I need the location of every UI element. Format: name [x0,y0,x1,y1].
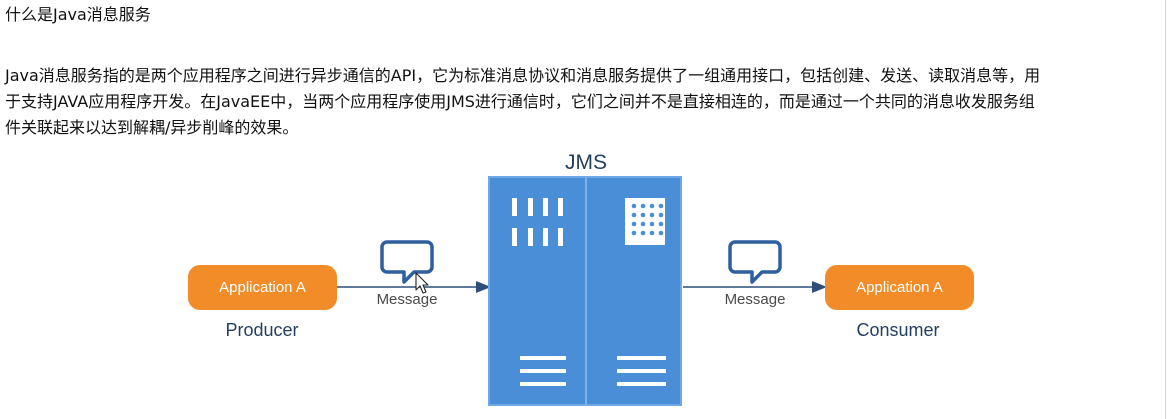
right-message-label: Message [725,291,786,308]
consumer-application-label: Application A [856,279,943,296]
menu-lines-icon [617,356,666,386]
description-paragraph: Java消息服务指的是两个应用程序之间进行异步通信的API，它为标准消息协议和消… [5,63,1165,141]
dot-grid-icon [625,198,665,245]
producer-application-label: Application A [219,279,306,296]
paragraph-line-3: 件关联起来以达到解耦/异步削峰的效果。 [5,118,299,137]
producer-application-box [188,265,337,310]
mouse-cursor-icon [415,272,429,294]
paragraph-line-1: Java消息服务指的是两个应用程序之间进行异步通信的API，它为标准消息协议和消… [5,66,1041,85]
chat-bubble-icon [728,240,782,284]
vertical-bars-icon [512,198,563,246]
right-border-line [1165,0,1166,419]
chat-bubble-icon [380,240,434,284]
menu-lines-icon [520,356,566,386]
page-heading: 什么是Java消息服务 [5,5,151,24]
paragraph-line-2: 于支持JAVA应用程序开发。在JavaEE中，当两个应用程序使用JMS进行通信时… [5,92,1035,111]
consumer-role-label: Consumer [856,320,939,340]
producer-role-label: Producer [225,320,298,340]
jms-server [488,176,682,406]
left-message-label: Message [377,291,438,308]
jms-title-label: JMS [565,151,607,174]
consumer-application-box [825,265,974,310]
